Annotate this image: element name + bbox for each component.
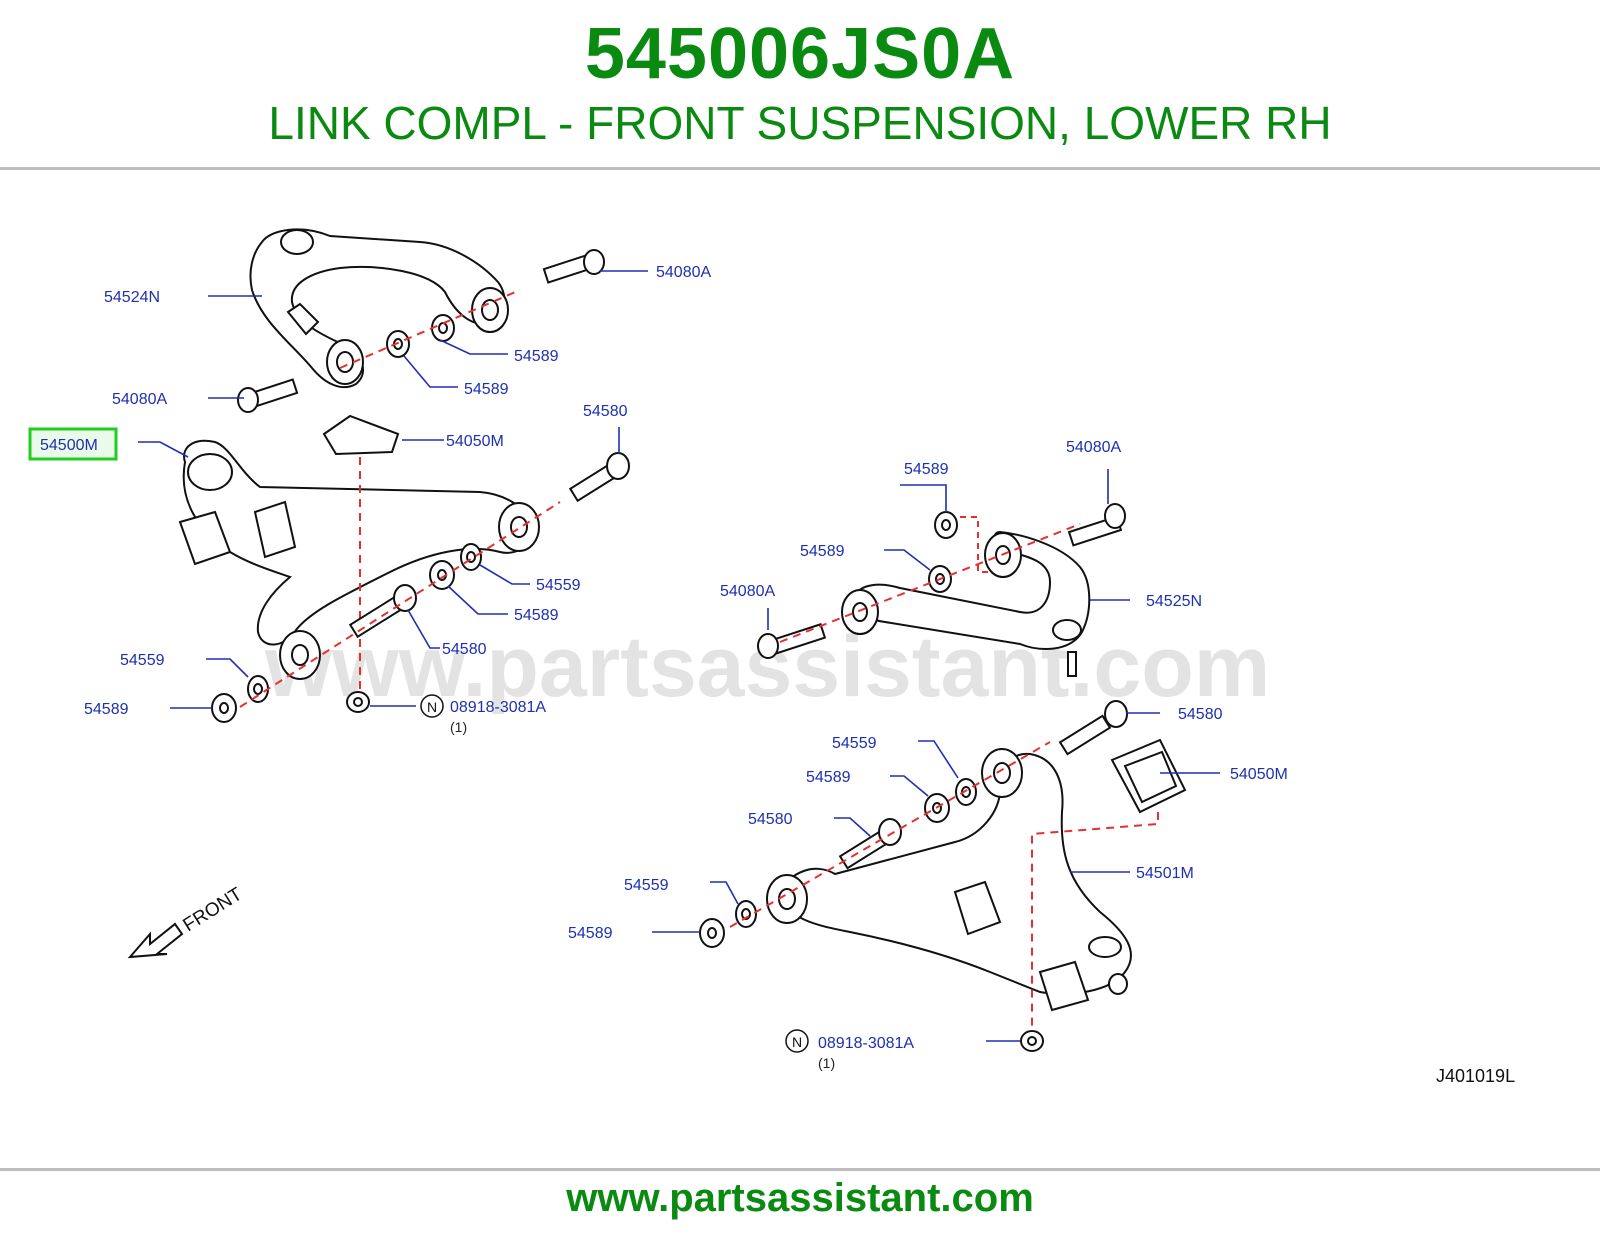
quantity-note-left: (1) (450, 719, 467, 735)
front-label: FRONT (180, 884, 247, 937)
parts-diagram-svg: www.partsassistant.com (28, 228, 1515, 1086)
quantity-note-right: (1) (818, 1055, 835, 1071)
callout-54589-left-c[interactable]: 54589 (514, 607, 559, 624)
page-header: 545006JS0A LINK COMPL - FRONT SUSPENSION… (0, 0, 1600, 170)
callout-54080a-right-upper[interactable]: 54080A (1066, 439, 1121, 456)
highlight-box-54500m (28, 427, 118, 461)
callout-54589-right-c[interactable]: 54589 (806, 769, 851, 786)
part-description: LINK COMPL - FRONT SUSPENSION, LOWER RH (268, 97, 1332, 149)
nut-08918-right[interactable] (1020, 1030, 1044, 1052)
washer-54559-left-a[interactable] (460, 543, 482, 571)
upper-arm-left[interactable] (249, 228, 509, 389)
n-symbol-icon-right (785, 1029, 809, 1053)
leader-lines (138, 270, 1220, 1042)
dashed-axis-lower-right-vertical (1031, 812, 1159, 1042)
callout-54080a-upper[interactable]: 54080A (656, 264, 711, 281)
dashed-axis-upper-right-b (779, 523, 1081, 643)
callout-54050m-left[interactable]: 54050M (446, 433, 504, 450)
callout-54589-upper-a[interactable]: 54589 (514, 348, 559, 365)
n-symbol-right: N (792, 1034, 802, 1050)
diagram-code: J401019L (1436, 1066, 1515, 1086)
nut-54589-right-d[interactable] (699, 918, 725, 948)
lower-arm-left-54500m[interactable] (178, 439, 540, 680)
callout-54580-left-lower[interactable]: 54580 (442, 641, 487, 658)
callout-08918-right[interactable]: 08918-3081A (818, 1035, 914, 1052)
n-symbol-icon-left (420, 694, 444, 718)
nut-54589-a[interactable] (431, 314, 455, 342)
nut-54589-b[interactable] (386, 330, 410, 358)
footer-divider (0, 1168, 1600, 1171)
nut-54589-right-c[interactable] (924, 793, 950, 823)
nut-08918-left[interactable] (346, 691, 370, 713)
bolt-54080a-right-lower[interactable] (757, 623, 827, 659)
callout-54589-right-d[interactable]: 54589 (568, 925, 613, 942)
bolt-54580-left-upper[interactable] (568, 452, 630, 503)
callout-54524n[interactable]: 54524N (104, 289, 160, 306)
callout-54501m[interactable]: 54501M (1136, 865, 1194, 882)
callout-54559-right-b[interactable]: 54559 (624, 877, 669, 894)
washer-54559-right-a[interactable] (955, 778, 977, 806)
callout-54580-right-upper[interactable]: 54580 (1178, 706, 1223, 723)
parts-diagram: www.partsassistant.com (0, 172, 1600, 1168)
dashed-axis-lower-left (239, 501, 561, 708)
dashed-axis-lower-right (729, 741, 1051, 928)
dashed-axis-upper-left (339, 289, 521, 369)
bump-stopper-54050m-right[interactable] (1110, 738, 1187, 814)
bolt-54080a-right-upper[interactable] (1067, 503, 1126, 547)
part-number-title: 545006JS0A (584, 14, 1016, 94)
bump-stopper-54050m-left[interactable] (322, 414, 400, 456)
callout-54559-left-a[interactable]: 54559 (536, 577, 581, 594)
n-symbol-left: N (427, 699, 437, 715)
front-arrow-icon (127, 922, 184, 959)
callout-54589-right-b[interactable]: 54589 (800, 543, 845, 560)
bolt-54580-right-upper[interactable] (1058, 700, 1128, 756)
washer-54559-right-b[interactable] (735, 900, 757, 928)
callout-54589-upper-b[interactable]: 54589 (464, 381, 509, 398)
bolt-54080a-lower-left[interactable] (237, 378, 299, 413)
nut-54589-right-a[interactable] (934, 511, 958, 539)
lower-arm-right-54501m[interactable] (766, 748, 1132, 1012)
footer-website-link[interactable]: www.partsassistant.com (566, 1176, 1034, 1220)
callout-54050m-right[interactable]: 54050M (1230, 766, 1288, 783)
nut-54589-left-d[interactable] (211, 693, 237, 723)
callout-54080a-right-lower[interactable]: 54080A (720, 583, 775, 600)
callout-54500m[interactable]: 54500M (40, 437, 98, 454)
callout-54580-right-lower[interactable]: 54580 (748, 811, 793, 828)
callout-08918-left[interactable]: 08918-3081A (450, 699, 546, 716)
callout-54589-right-a[interactable]: 54589 (904, 461, 949, 478)
washer-54559-left-b[interactable] (247, 675, 269, 703)
header-divider (0, 167, 1600, 170)
dashed-axis-upper-right-a (960, 516, 992, 573)
callout-54080a-left[interactable]: 54080A (112, 391, 167, 408)
bolt-54080a-upper[interactable] (542, 249, 605, 284)
callout-54559-right-a[interactable]: 54559 (832, 735, 877, 752)
callout-54589-left-d[interactable]: 54589 (84, 701, 129, 718)
callout-54580-left-upper[interactable]: 54580 (583, 403, 628, 420)
callout-54559-left-b[interactable]: 54559 (120, 652, 165, 669)
callout-54525n[interactable]: 54525N (1146, 593, 1202, 610)
nut-54589-left-c[interactable] (429, 560, 455, 590)
